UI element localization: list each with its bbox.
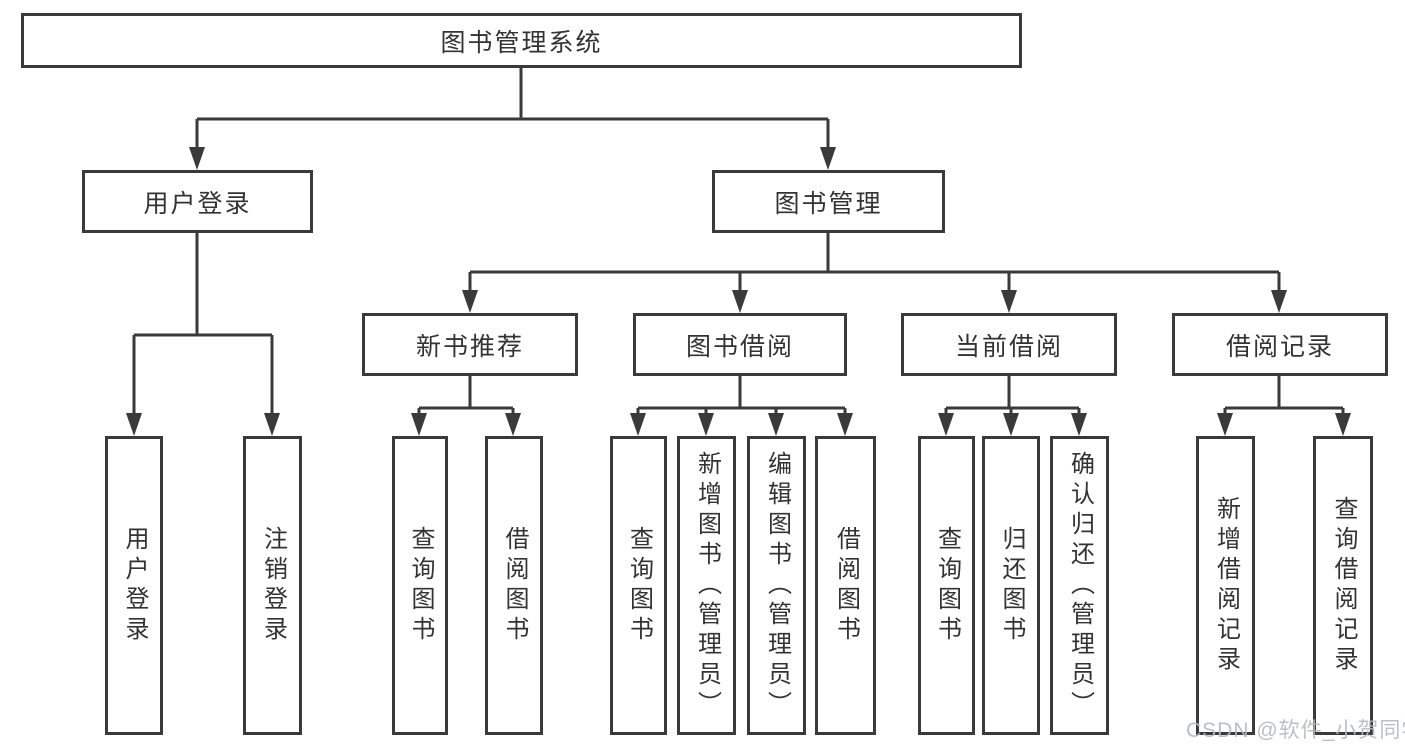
node-label: 图书管理 [774,189,883,218]
leaf-user-login: 用户登录 [105,436,163,735]
arrowhead-down-icon [698,413,714,436]
leaf-edit-book-admin: 编辑图书（管理员） [747,436,806,735]
arrowhead-down-icon [1071,413,1087,436]
node-label: 用户登录 [143,189,252,218]
leaf-query-books-current: 查询图书 [918,436,975,735]
arrowhead-down-icon [1335,413,1351,436]
leaf-confirm-return-admin: 确认归还（管理员） [1050,436,1109,735]
leaf-logout: 注销登录 [243,436,302,735]
node-book-management: 图书管理 [712,170,945,233]
leaf-label: 用户登录 [121,525,148,646]
leaf-query-borrow-record: 查询借阅记录 [1313,436,1373,735]
leaf-label: 借阅图书 [832,525,860,646]
arrowhead-down-icon [264,413,280,436]
leaf-label: 编辑图书（管理员） [763,450,791,721]
leaf-label: 查询图书 [625,525,653,646]
arrowhead-down-icon [411,413,427,436]
arrowhead-down-icon [768,413,784,436]
connector-records-to-leaves [1217,376,1351,436]
node-label: 当前借阅 [954,332,1063,361]
node-current-borrowing: 当前借阅 [901,313,1117,376]
connector-bookmgmt-to-level3 [462,231,1287,313]
connector-current-to-leaves [938,376,1087,436]
arrowhead-down-icon [732,290,748,313]
arrowhead-down-icon [189,147,205,170]
arrowhead-down-icon [837,413,853,436]
leaf-query-books-recommend: 查询图书 [392,436,448,735]
arrowhead-down-icon [1271,290,1287,313]
leaf-label: 查询借阅记录 [1330,495,1357,676]
arrowhead-down-icon [505,413,521,436]
leaf-return-books: 归还图书 [982,436,1040,735]
node-user-login: 用户登录 [82,170,313,233]
node-borrowing-records: 借阅记录 [1172,313,1388,376]
leaf-label: 注销登录 [259,525,287,646]
arrowhead-down-icon [1003,413,1019,436]
csdn-watermark: CSDN @软件_小贺同学 [1186,719,1405,742]
connector-root-to-level2 [189,66,836,170]
leaf-label: 新增借阅记录 [1212,495,1240,676]
connector-userlogin-to-leaves [126,231,280,436]
node-new-book-recommend: 新书推荐 [362,313,578,376]
node-label: 图书管理系统 [440,28,603,57]
leaf-add-book-admin: 新增图书（管理员） [677,436,736,735]
node-label: 图书借阅 [685,332,794,361]
node-library-system: 图书管理系统 [21,13,1022,68]
leaf-borrow-books: 借阅图书 [815,436,876,735]
arrowhead-down-icon [938,413,954,436]
leaf-borrow-books-recommend: 借阅图书 [485,436,543,735]
node-label: 借阅记录 [1225,332,1334,361]
arrowhead-down-icon [126,413,142,436]
leaf-label: 归还图书 [998,525,1025,646]
arrowhead-down-icon [1001,290,1017,313]
node-book-borrowing: 图书借阅 [633,313,847,376]
leaf-label: 确认归还（管理员） [1066,450,1094,721]
leaf-label: 查询图书 [407,525,434,646]
arrowhead-down-icon [630,413,646,436]
arrowhead-down-icon [462,290,478,313]
leaf-add-borrow-record: 新增借阅记录 [1196,436,1255,735]
connector-borrowing-to-leaves [630,376,853,436]
arrowhead-down-icon [1217,413,1233,436]
leaf-label: 新增图书（管理员） [693,450,721,721]
arrowhead-down-icon [820,147,836,170]
node-label: 新书推荐 [415,332,524,361]
connector-newbooks-to-leaves [411,376,521,436]
leaf-label: 查询图书 [933,525,961,646]
leaf-label: 借阅图书 [501,525,528,646]
leaf-query-books-borrowing: 查询图书 [610,436,667,735]
